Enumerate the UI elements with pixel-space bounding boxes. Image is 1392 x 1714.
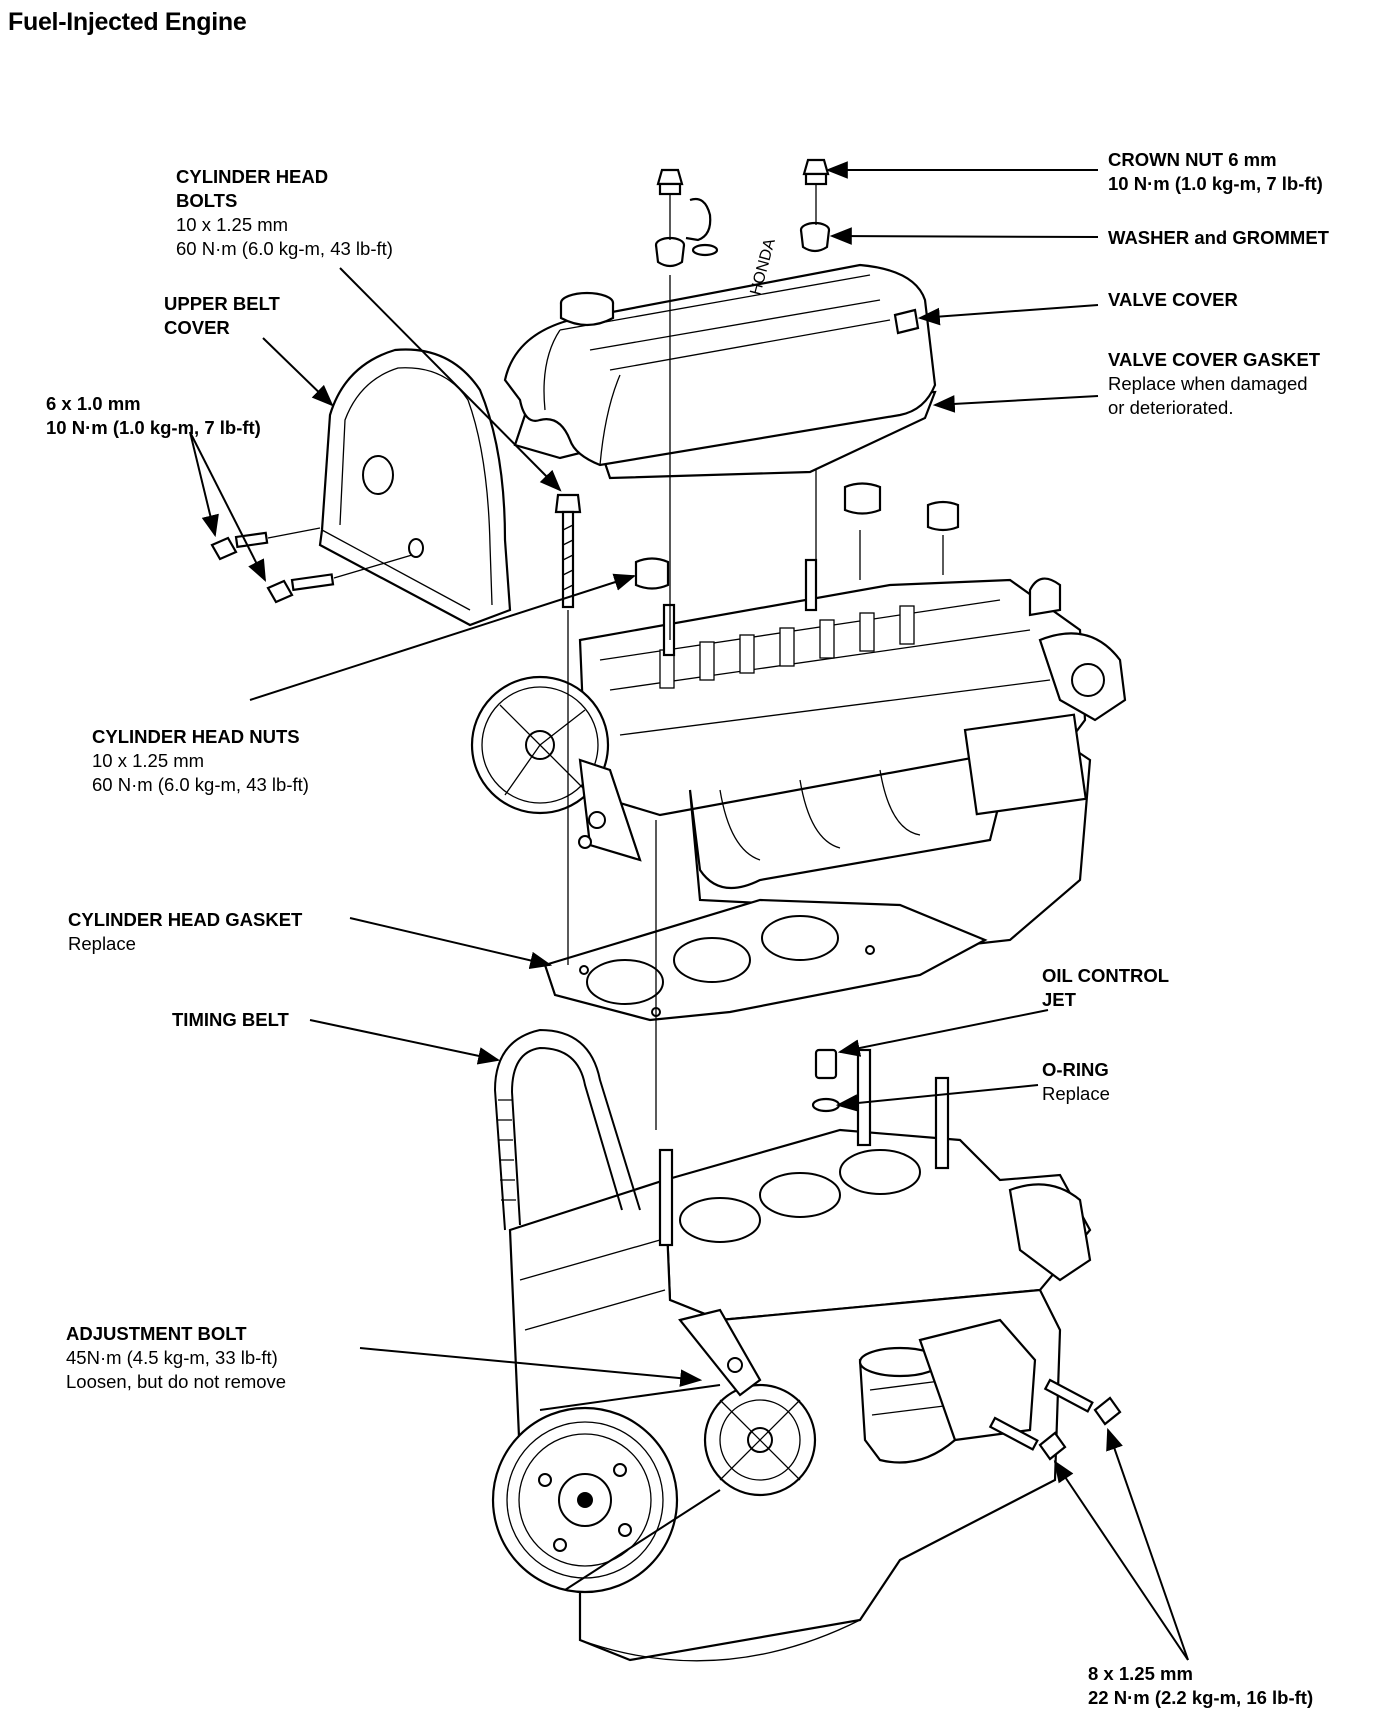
timing-belt-drawing bbox=[493, 1028, 641, 1231]
clip-bracket bbox=[685, 197, 719, 257]
cylinder-head-nuts-label: CYLINDER HEAD NUTS 10 x 1.25 mm 60 N·m (… bbox=[92, 726, 309, 795]
head-nut-b bbox=[926, 500, 960, 532]
o-ring-label: O-RING Replace bbox=[1042, 1059, 1110, 1104]
washer-grommet-label: WASHER and GROMMET bbox=[1108, 227, 1329, 248]
adjustment-bolt-label: ADJUSTMENT BOLT 45N·m (4.5 kg-m, 33 lb-f… bbox=[66, 1323, 287, 1392]
head-nut-a bbox=[843, 482, 882, 515]
grommet-left bbox=[654, 236, 686, 268]
upper-belt-cover-label: UPPER BELT COVER bbox=[164, 293, 280, 338]
crown-nut-left bbox=[656, 168, 684, 196]
cover-bolt-upper bbox=[210, 527, 321, 561]
cylinder-head-gasket-label: CYLINDER HEAD GASKET Replace bbox=[68, 909, 303, 954]
lower-bolt-b bbox=[988, 1416, 1067, 1461]
grommet-right bbox=[799, 221, 831, 253]
head-gasket-drawing bbox=[543, 898, 988, 1022]
oil-control-jet-label: OIL CONTROL JET bbox=[1042, 965, 1170, 1010]
page-title: Fuel-Injected Engine bbox=[8, 8, 247, 36]
cover-bolt-lower bbox=[266, 554, 413, 604]
lower-bolts-spec-label: 8 x 1.25 mm 22 N·m (2.2 kg-m, 16 lb-ft) bbox=[1088, 1663, 1314, 1708]
lower-bolt-a bbox=[1043, 1378, 1122, 1426]
cylinder-head-drawing bbox=[470, 558, 1127, 952]
valve-cover-drawing: HONDA bbox=[503, 237, 937, 480]
valve-cover-label: VALVE COVER bbox=[1108, 289, 1238, 310]
valve-cover-gasket-label: VALVE COVER GASKET Replace when damaged … bbox=[1108, 349, 1321, 418]
engine-block-drawing bbox=[491, 1048, 1092, 1662]
upper-belt-cover-drawing bbox=[318, 348, 512, 627]
timing-belt-label: TIMING BELT bbox=[172, 1009, 289, 1030]
cover-bolts-spec-label: 6 x 1.0 mm 10 N·m (1.0 kg-m, 7 lb-ft) bbox=[46, 393, 261, 438]
crown-nut-label: CROWN NUT 6 mm 10 N·m (1.0 kg-m, 7 lb-ft… bbox=[1108, 149, 1323, 194]
crown-nut-right bbox=[802, 158, 830, 186]
leader-lines bbox=[189, 161, 1189, 1661]
head-nut-c bbox=[634, 557, 670, 590]
cylinder-head-bolts-label: CYLINDER HEAD BOLTS 10 x 1.25 mm 60 N·m … bbox=[176, 166, 393, 259]
head-bolt bbox=[554, 493, 582, 609]
